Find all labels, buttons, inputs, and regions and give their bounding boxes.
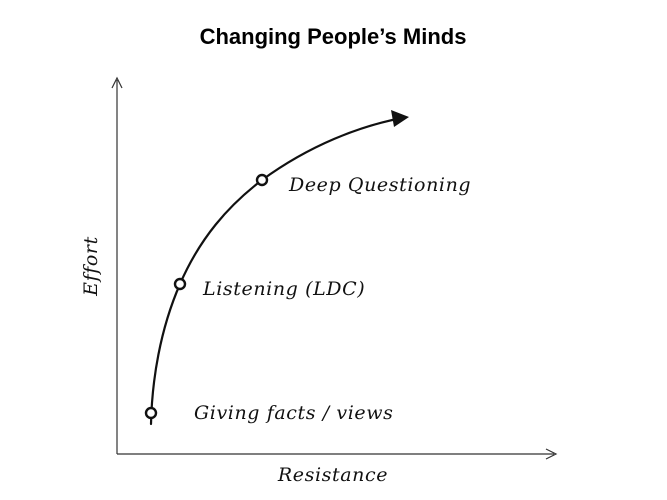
point-label-listening: Listening (LDC) [202, 278, 365, 300]
y-axis [111, 76, 123, 454]
point-label-giving-facts: Giving facts / views [194, 402, 393, 424]
x-axis [117, 448, 558, 460]
y-axis-label: Effort [80, 236, 102, 297]
x-axis-arrowhead [545, 448, 558, 460]
curve-arrowhead [391, 110, 409, 127]
x-axis-label: Resistance [277, 464, 388, 486]
effort-curve [149, 116, 404, 426]
point-label-deep-questioning: Deep Questioning [288, 174, 471, 196]
point-marker-deep-questioning [255, 173, 269, 187]
y-axis-arrowhead [111, 76, 123, 89]
point-marker-giving-facts [144, 406, 158, 420]
point-marker-listening [173, 277, 187, 291]
diagram-title: Changing People’s Minds [200, 24, 467, 49]
